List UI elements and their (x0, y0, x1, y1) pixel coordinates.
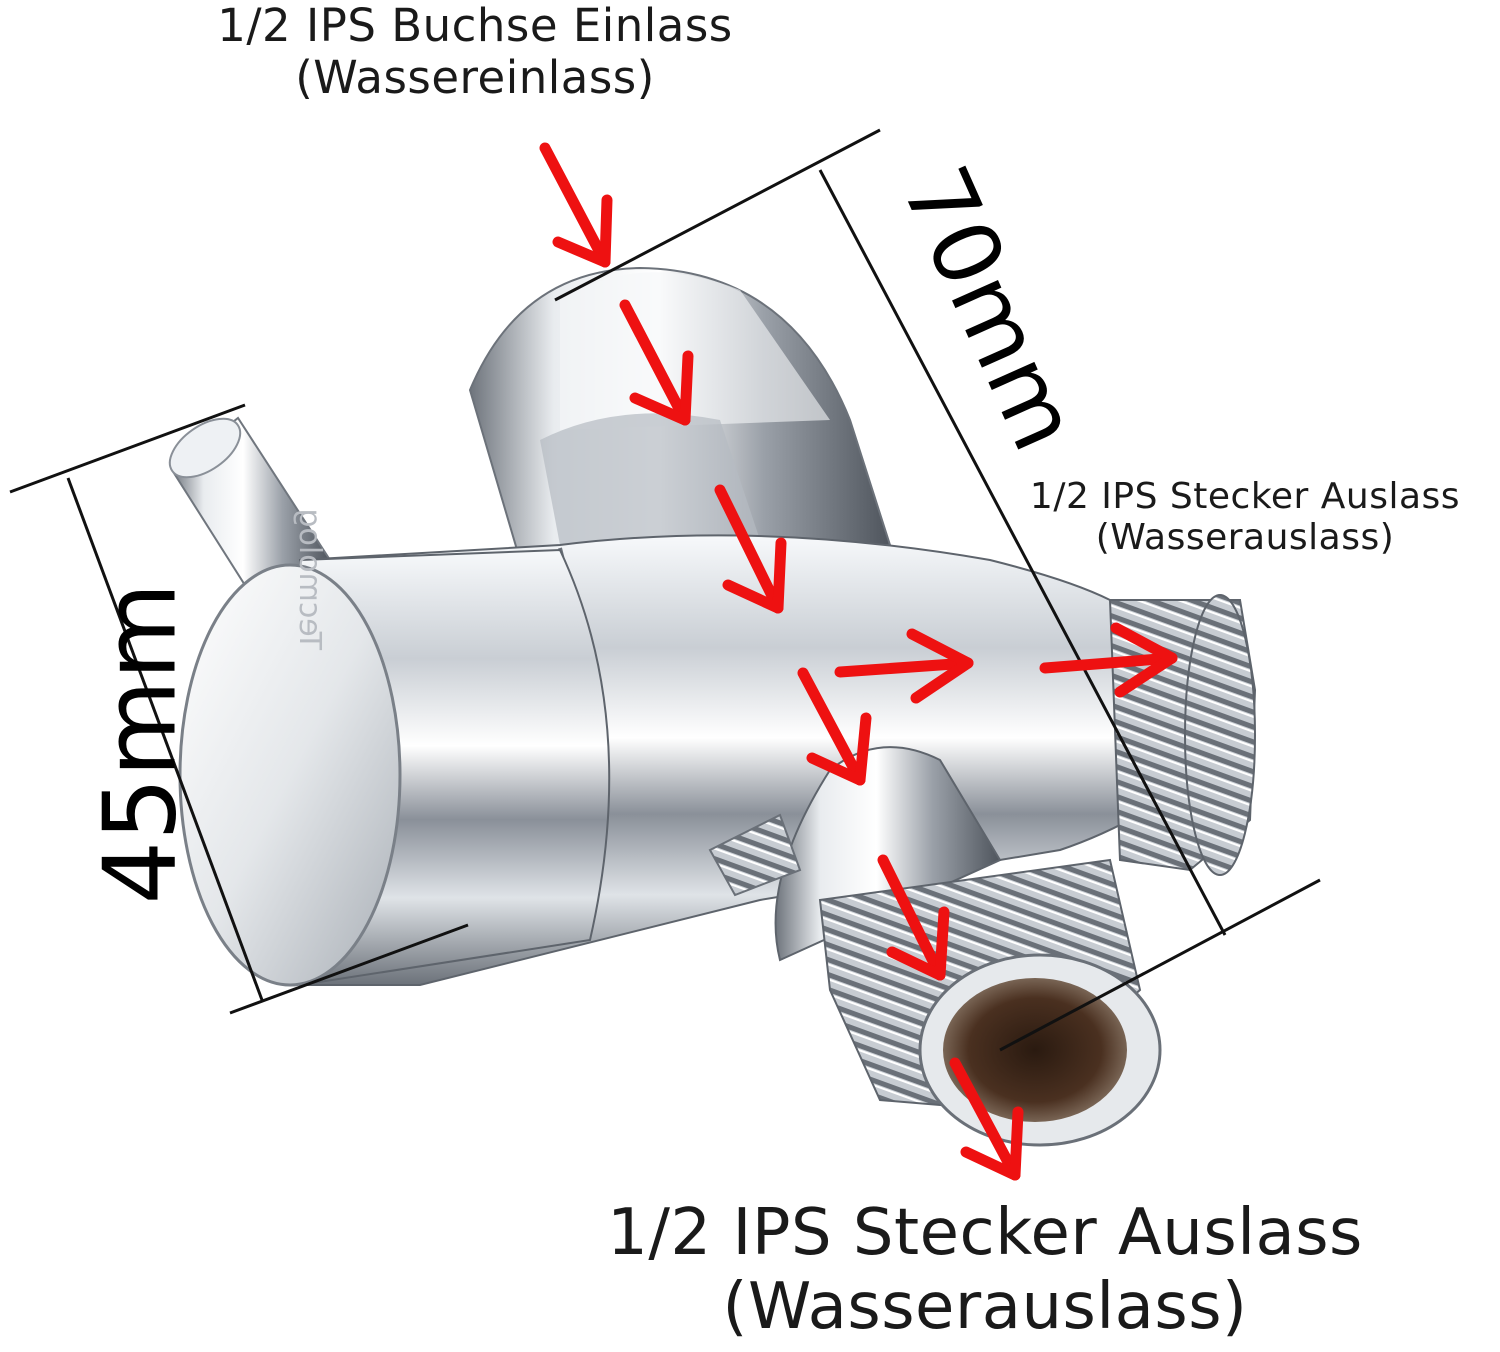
bottom-outlet-label-line1: 1/2 IPS Stecker Auslass (607, 1196, 1363, 1270)
arrow-icon (797, 667, 872, 786)
handle-lever (168, 416, 332, 614)
bottom-outlet-label: 1/2 IPS Stecker Auslass (Wasserauslass) (560, 1196, 1410, 1344)
side-outlet-label-line1: 1/2 IPS Stecker Auslass (1029, 476, 1461, 517)
arrow-icon (834, 628, 974, 704)
arrow-icon (539, 142, 613, 268)
inlet-label-line1: 1/2 IPS Buchse Einlass (217, 0, 733, 52)
side-outlet (1108, 594, 1257, 876)
arrow-icon (877, 854, 950, 981)
flow-arrows (539, 142, 1178, 1181)
diverter-cylinder (178, 548, 611, 987)
side-screw (708, 813, 802, 897)
arrow-icon (949, 1057, 1024, 1181)
dimension-lines (9, 128, 1321, 1052)
arrow-icon (714, 484, 787, 614)
inlet-label: 1/2 IPS Buchse Einlass (Wassereinlass) (170, 0, 780, 104)
side-outlet-label: 1/2 IPS Stecker Auslass (Wasserauslass) (990, 476, 1500, 559)
inlet-label-line2: (Wassereinlass) (295, 50, 655, 104)
bottom-outlet-label-line2: (Wasserauslass) (722, 1269, 1248, 1344)
side-outlet-label-line2: (Wasserauslass) (1095, 517, 1395, 559)
arrow-icon (619, 299, 694, 426)
arrow-icon (1039, 622, 1178, 698)
brand-text: Tecmolog (292, 509, 327, 652)
bottom-outlet (774, 746, 1162, 1147)
height-dimension: 45mm (81, 582, 199, 905)
